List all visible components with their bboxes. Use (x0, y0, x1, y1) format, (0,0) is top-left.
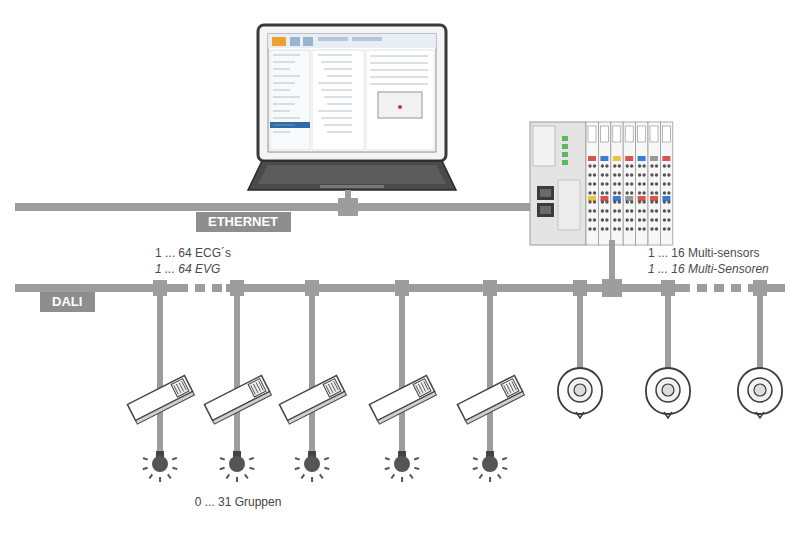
laptop (248, 25, 456, 190)
count-label: 1 ... 64 EVG (155, 262, 220, 276)
bus-label: DALI (40, 292, 95, 312)
dali-bus (15, 240, 785, 297)
count-label: 1 ... 64 ECG´s (155, 246, 231, 260)
group-label: 0 ... 31 Gruppen (120, 495, 356, 509)
bus-name: ETHERNET (208, 214, 279, 230)
count-label: 1 ... 16 Multi-Sensoren (648, 262, 769, 276)
dali-devices (127, 280, 782, 482)
bus-name: DALI (52, 294, 83, 310)
count-label: 1 ... 16 Multi-sensors (648, 246, 759, 260)
controller (530, 122, 673, 245)
group-circle-shape (120, 310, 356, 546)
bus-label: ETHERNET (196, 212, 291, 232)
group-circle: 0 ... 31 Gruppen (120, 310, 356, 546)
